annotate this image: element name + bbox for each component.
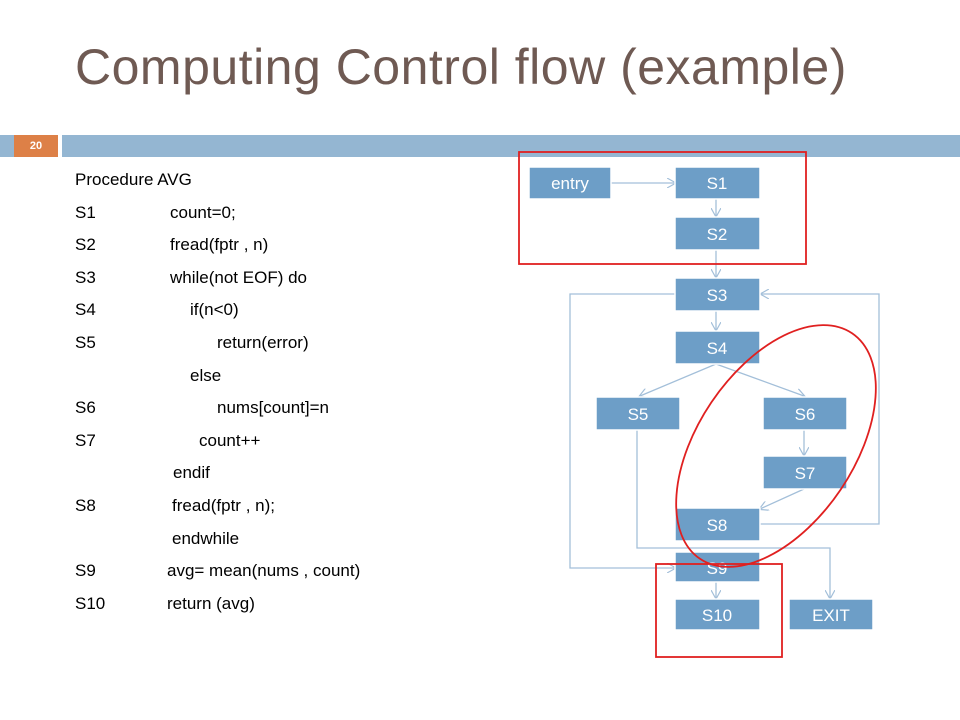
- code-label: S7: [75, 430, 96, 450]
- node-label: S9: [707, 559, 728, 578]
- edge-s4-s6: [715, 363, 804, 396]
- code-text: if(n<0): [190, 300, 239, 320]
- code-label: S1: [75, 202, 96, 222]
- code-label: S9: [75, 561, 96, 581]
- node-s9: S9: [674, 551, 761, 583]
- code-text: while(not EOF) do: [170, 267, 307, 287]
- code-label: S6: [75, 398, 96, 418]
- node-s2: S2: [674, 216, 761, 251]
- node-label: S6: [795, 405, 816, 424]
- edge-s3-s9: [569, 293, 675, 568]
- code-label: S5: [75, 332, 96, 352]
- node-s3: S3: [674, 277, 761, 312]
- code-text: nums[count]=n: [217, 398, 329, 418]
- code-text: endif: [173, 463, 210, 483]
- node-label: S8: [707, 516, 728, 535]
- node-label: EXIT: [812, 606, 850, 625]
- node-s10: S10: [674, 598, 761, 631]
- code-label: S10: [75, 593, 106, 613]
- node-label: entry: [551, 174, 589, 193]
- slide-title: Computing Control flow (example): [75, 39, 847, 95]
- node-s1: S1: [674, 166, 761, 200]
- node-s8: S8: [674, 507, 761, 542]
- code-label: S3: [75, 267, 96, 287]
- code-text: else: [190, 365, 222, 385]
- code-label: Procedure AVG: [75, 170, 192, 189]
- slide-number: 20: [14, 135, 58, 157]
- edge-s5-exit: [636, 430, 830, 598]
- code-text: avg= mean(nums , count): [167, 561, 361, 581]
- node-label: S4: [707, 339, 728, 358]
- node-s6: S6: [762, 396, 848, 431]
- node-label: S7: [795, 464, 816, 483]
- edge-s8-s3-loop: [758, 294, 880, 525]
- code-text: fread(fptr , n): [170, 235, 269, 255]
- node-label: S10: [702, 606, 732, 625]
- code-text: endwhile: [172, 528, 240, 548]
- node-s5: S5: [595, 396, 681, 431]
- highlight-exit-block: [655, 563, 783, 658]
- code-text: return (avg): [167, 593, 255, 613]
- code-text: fread(fptr , n);: [172, 495, 275, 515]
- code-label: S2: [75, 235, 96, 255]
- node-label: S5: [628, 405, 649, 424]
- code-text: count++: [199, 430, 261, 450]
- node-label: S1: [707, 174, 728, 193]
- highlight-loop-path: [675, 324, 877, 568]
- code-label: S4: [75, 300, 96, 320]
- node-label: S3: [707, 286, 728, 305]
- node-entry: entry: [528, 166, 612, 200]
- node-exit: EXIT: [788, 598, 874, 631]
- edge-s7-s8: [760, 488, 805, 509]
- code-label: S8: [75, 495, 96, 515]
- node-s7: S7: [762, 455, 848, 490]
- node-label: S2: [707, 225, 728, 244]
- header-band-left: [0, 135, 14, 157]
- highlight-entry-block: [518, 151, 807, 265]
- edge-s4-s5: [640, 363, 717, 396]
- code-text: return(error): [217, 332, 309, 352]
- node-s4: S4: [674, 330, 761, 365]
- code-text: count=0;: [170, 202, 236, 222]
